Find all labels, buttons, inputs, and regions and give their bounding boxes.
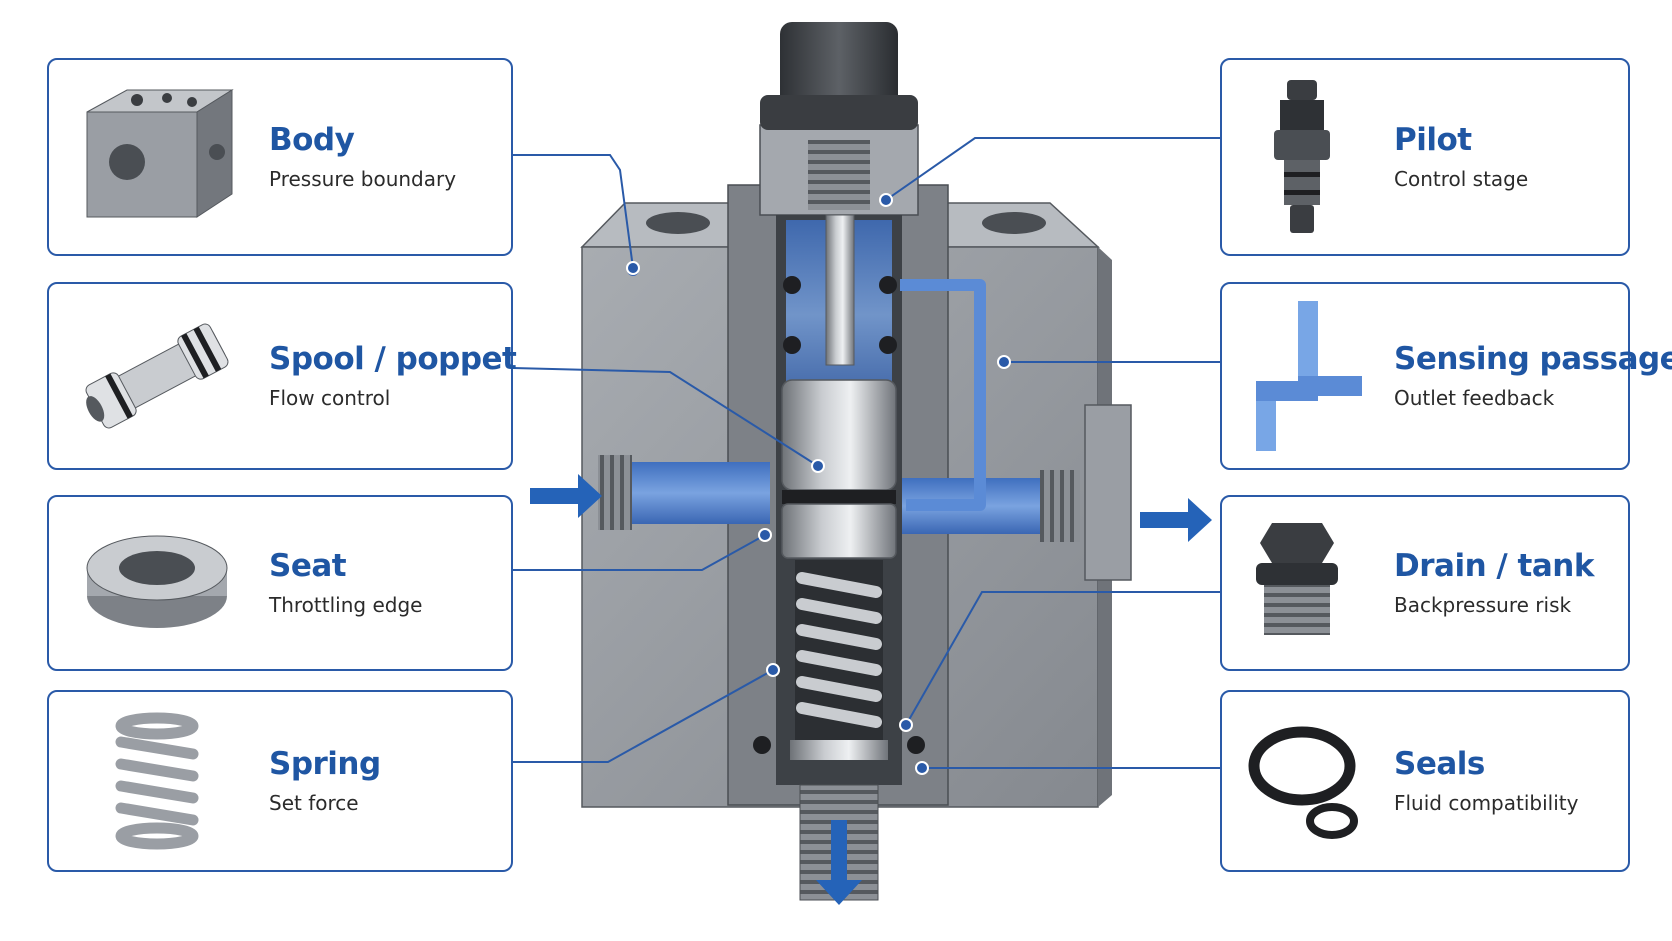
callout-sensing-desc: Outlet feedback — [1394, 385, 1555, 410]
callout-seat-text: Seat Throttling edge — [269, 549, 422, 617]
callout-spool-desc: Flow control — [269, 385, 391, 410]
callout-spool-text: Spool / poppet Flow control — [269, 341, 517, 410]
seat-ring-icon — [86, 535, 228, 628]
spool-poppet-icon — [85, 323, 229, 429]
callout-drain-desc: Backpressure risk — [1394, 592, 1572, 617]
drain-plug-icon — [1256, 523, 1338, 635]
callout-sensing-text: Sensing passage Outlet feedback — [1394, 342, 1672, 410]
callout-pilot-desc: Control stage — [1394, 166, 1529, 191]
callout-pilot-text: Pilot Control stage — [1394, 123, 1528, 191]
pilot-stem — [783, 214, 897, 366]
callout-spring-text: Spring Set force — [269, 747, 381, 815]
callout-pilot: Pilot Control stage — [1220, 58, 1630, 256]
flow-arrows — [530, 474, 1212, 905]
callout-drain-text: Drain / tank Backpressure risk — [1394, 549, 1594, 617]
callout-body: Body Pressure boundary — [47, 58, 513, 256]
leader-dots — [626, 193, 1011, 775]
coil-spring-icon — [115, 712, 199, 850]
spring — [753, 560, 925, 760]
spool — [781, 379, 897, 559]
sensing-passage-icon — [1256, 301, 1362, 451]
callout-sensing-passage: Sensing passage Outlet feedback — [1220, 282, 1672, 470]
pilot-cartridge-icon — [1274, 80, 1330, 233]
leader-lines — [512, 137, 1220, 769]
callout-body-text: Body Pressure boundary — [269, 123, 456, 191]
callout-spring: Spring Set force — [47, 690, 513, 872]
callout-seat-desc: Throttling edge — [269, 592, 423, 617]
callout-seals: Seals Fluid compatibility — [1220, 690, 1630, 872]
callout-spring-desc: Set force — [269, 790, 359, 815]
callout-sensing-name: Sensing passage — [1394, 341, 1672, 378]
callout-seals-desc: Fluid compatibility — [1394, 790, 1579, 815]
callout-seat-name: Seat — [269, 548, 347, 585]
valve-body-block-icon — [86, 89, 234, 218]
o-ring-seals-icon — [1248, 726, 1358, 839]
callout-drain-name: Drain / tank — [1394, 548, 1594, 585]
callout-body-desc: Pressure boundary — [269, 166, 457, 191]
pilot-cap — [760, 22, 918, 210]
callout-seals-name: Seals — [1394, 746, 1485, 783]
callout-drain-tank: Drain / tank Backpressure risk — [1220, 495, 1630, 671]
callout-pilot-name: Pilot — [1394, 122, 1472, 159]
callout-spring-name: Spring — [269, 746, 381, 783]
callout-seat: Seat Throttling edge — [47, 495, 513, 671]
callout-seals-text: Seals Fluid compatibility — [1394, 747, 1578, 815]
callout-spool-name: Spool / poppet — [269, 341, 517, 378]
callout-body-name: Body — [269, 122, 355, 159]
callout-spool: Spool / poppet Flow control — [47, 282, 517, 470]
